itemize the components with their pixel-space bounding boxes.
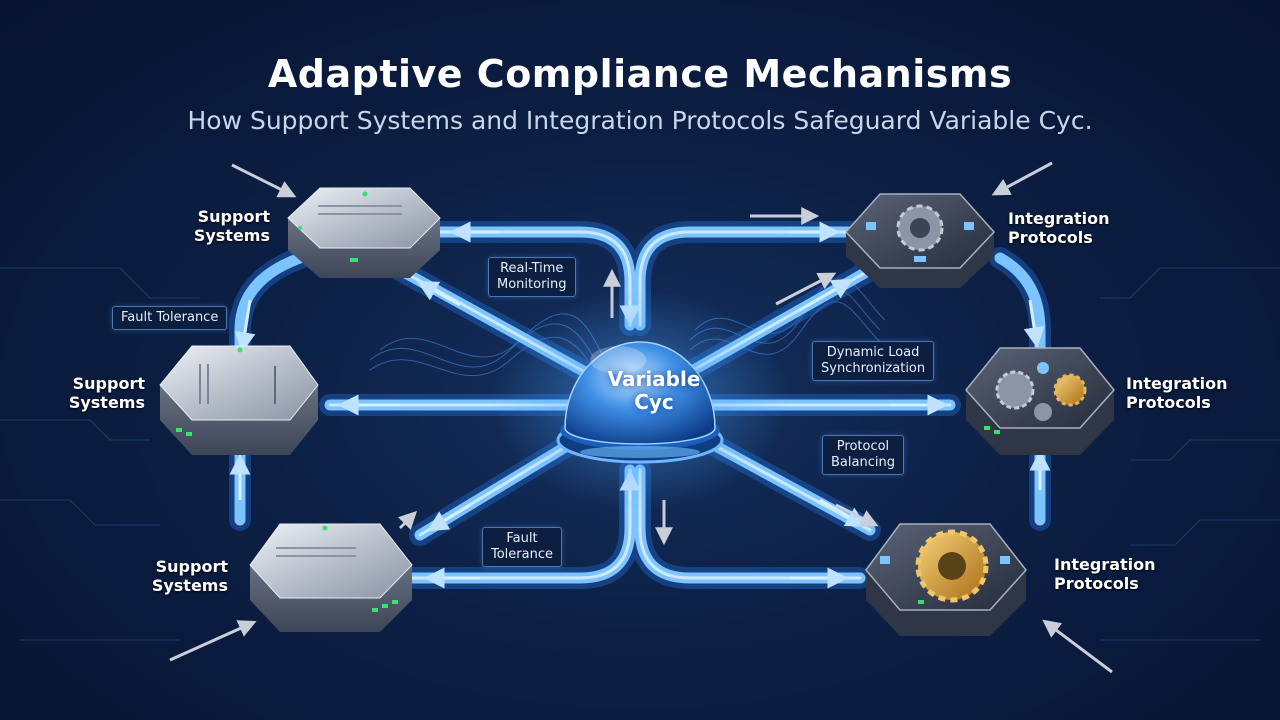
integration-label-line1: Integration	[1054, 555, 1156, 574]
integration-label-line2: Protocols	[1054, 574, 1139, 593]
hub-variable-cyc	[490, 290, 790, 510]
page-title: Adaptive Compliance Mechanisms	[267, 52, 1013, 96]
hub-label: Variable Cyc	[574, 368, 734, 414]
tag-text-line2: Monitoring	[497, 277, 567, 292]
tag-text: Fault Tolerance	[121, 310, 219, 325]
hub-label-line1: Variable	[607, 367, 701, 391]
support-label-bottom: Support Systems	[98, 557, 228, 595]
support-node-top	[287, 187, 441, 278]
support-label-top: Support Systems	[140, 207, 270, 245]
tag-text-line2: Tolerance	[491, 547, 553, 562]
support-label-line1: Support	[72, 374, 145, 393]
hub-label-line2: Cyc	[634, 390, 674, 414]
integration-label-middle: Integration Protocols	[1126, 374, 1266, 412]
integration-label-line1: Integration	[1126, 374, 1228, 393]
integration-label-line1: Integration	[1008, 209, 1110, 228]
tag-fault-tolerance-left: Fault Tolerance	[112, 306, 228, 330]
support-node-middle	[159, 345, 319, 455]
integration-label-bottom: Integration Protocols	[1054, 555, 1194, 593]
integration-node-middle	[965, 347, 1115, 455]
page-subtitle: How Support Systems and Integration Prot…	[187, 106, 1093, 135]
tag-text-line1: Protocol	[836, 439, 890, 454]
integration-label-line2: Protocols	[1008, 228, 1093, 247]
integration-node-bottom	[865, 523, 1027, 636]
support-node-bottom	[249, 523, 413, 632]
tag-text-line2: Balancing	[831, 455, 895, 470]
support-label-line2: Systems	[68, 393, 145, 412]
support-label-line2: Systems	[151, 576, 228, 595]
integration-node-top	[844, 193, 996, 288]
support-label-line2: Systems	[193, 226, 270, 245]
tag-dynamic-load-synchronization: Dynamic Load Synchronization	[812, 341, 935, 381]
tag-text-line2: Synchronization	[821, 361, 926, 376]
support-label-line1: Support	[155, 557, 228, 576]
support-label-line1: Support	[197, 207, 270, 226]
flow-arrows	[229, 221, 1051, 589]
circuit-traces	[0, 267, 1280, 641]
tag-realtime-monitoring: Real-Time Monitoring	[488, 257, 576, 297]
tag-text-line1: Fault	[506, 531, 538, 546]
tag-text-line1: Real-Time	[500, 261, 564, 276]
integration-label-line2: Protocols	[1126, 393, 1211, 412]
pointer-arrows	[169, 161, 1113, 674]
support-label-middle: Support Systems	[15, 374, 145, 412]
tag-text-line1: Dynamic Load	[826, 345, 920, 360]
tag-fault-tolerance-bottom: Fault Tolerance	[482, 527, 562, 567]
integration-label-top: Integration Protocols	[1008, 209, 1148, 247]
tag-protocol-balancing: Protocol Balancing	[822, 435, 904, 475]
